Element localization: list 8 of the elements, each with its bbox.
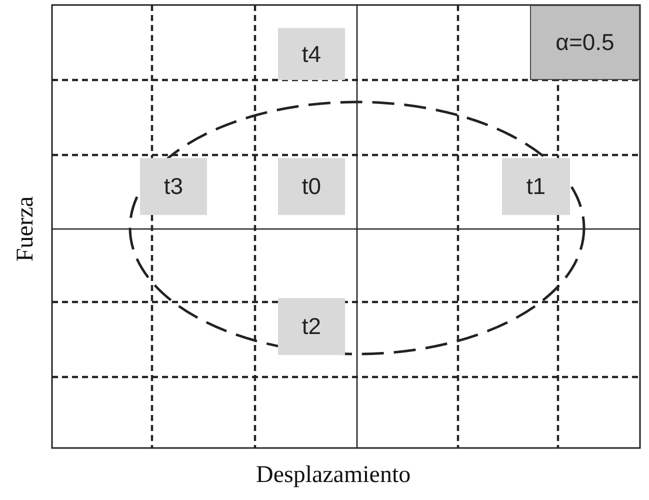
axis-title: Desplazamiento xyxy=(256,462,411,489)
parameter-box: α=0.5 xyxy=(530,5,640,80)
time-label-box: t3 xyxy=(140,158,207,215)
time-label-box: t1 xyxy=(502,158,570,215)
axis-title: Fuerza xyxy=(12,196,40,262)
time-label-box: t4 xyxy=(278,28,345,80)
time-label-box: t2 xyxy=(278,298,345,355)
time-label-box: t0 xyxy=(278,158,345,215)
